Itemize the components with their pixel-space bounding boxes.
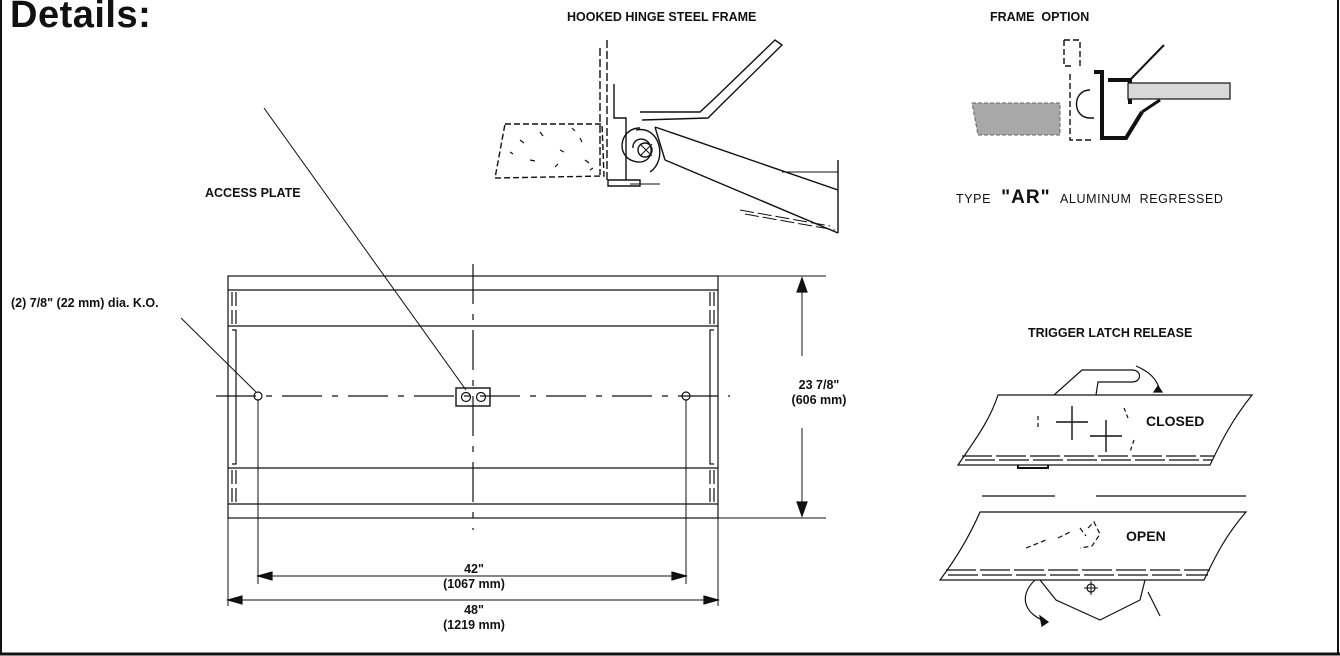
knockout-label: (2) 7/8" (22 mm) dia. K.O. <box>11 296 159 310</box>
height-dimension-in: 23 7/8" <box>798 378 840 392</box>
outer-width-mm: (1219 mm) <box>443 618 505 632</box>
latch-closed-label: CLOSED <box>1146 413 1205 429</box>
frame-type-suffix: ALUMINUM REGRESSED <box>1060 192 1224 206</box>
inner-width-dimension: 42" (1067 mm) <box>424 562 524 592</box>
frame-type-caption: TYPE "AR" ALUMINUM REGRESSED <box>956 187 1224 209</box>
height-dimension: 23 7/8" (606 mm) <box>774 378 864 408</box>
latch-open-label: OPEN <box>1126 528 1166 544</box>
height-dimension-mm: (606 mm) <box>791 393 847 407</box>
latch-closed-drawing <box>956 365 1254 497</box>
page-title: Details: <box>10 0 152 36</box>
hinge-section-drawing <box>494 39 839 234</box>
outer-width-dimension: 48" (1219 mm) <box>424 603 524 633</box>
frame-type-prefix: TYPE <box>956 192 992 206</box>
latch-open-drawing <box>938 511 1248 627</box>
frame-type-code: "AR" <box>1001 187 1051 208</box>
plan-view <box>180 107 826 606</box>
frame-option-drawing <box>971 39 1231 141</box>
hinge-title: HOOKED HINGE STEEL FRAME <box>567 10 757 24</box>
access-plate-label: ACCESS PLATE <box>205 186 301 200</box>
inner-width-in: 42" <box>464 562 484 576</box>
inner-width-mm: (1067 mm) <box>443 577 505 591</box>
latch-title: TRIGGER LATCH RELEASE <box>1028 326 1193 340</box>
frame-option-title: FRAME OPTION <box>990 10 1090 24</box>
outer-width-in: 48" <box>464 603 484 617</box>
